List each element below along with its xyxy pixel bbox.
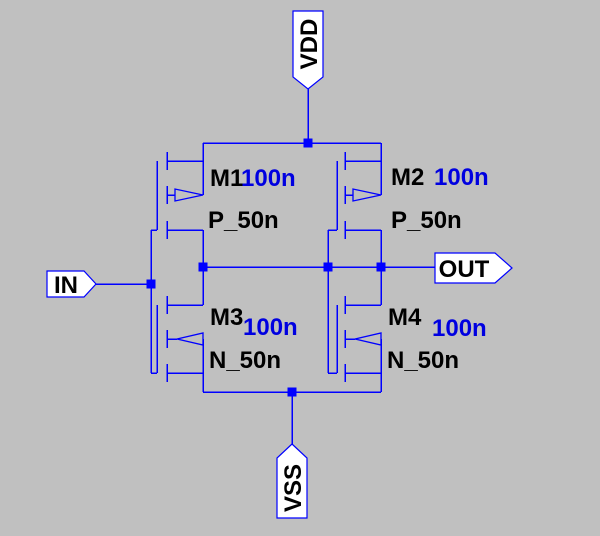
label-m3-value[interactable]: 100n: [243, 314, 298, 341]
mosfet-m4-symbol[interactable]: [328, 296, 382, 382]
port-flag-in[interactable]: IN: [46, 270, 97, 299]
label-m1-value[interactable]: 100n: [241, 165, 296, 192]
vss-flag-label: VSS: [280, 464, 307, 512]
m2-arrow-right-icon: [352, 188, 382, 202]
vdd-flag-label: VDD: [296, 19, 323, 70]
out-flag-label: OUT: [439, 256, 490, 283]
vss-flag-outline: [276, 443, 308, 519]
m3-arrow-left-icon: [176, 332, 204, 346]
mosfet-m3-symbol[interactable]: [151, 296, 204, 382]
junction-right-gates[interactable]: [323, 262, 333, 272]
label-m4-model[interactable]: N_50n: [387, 347, 459, 374]
label-m1-designator[interactable]: M1: [210, 165, 243, 192]
in-flag-outline: [46, 270, 97, 298]
port-flag-vdd[interactable]: VDD: [292, 10, 324, 90]
label-m2-designator[interactable]: M2: [391, 164, 424, 191]
port-flag-out[interactable]: OUT: [434, 252, 513, 284]
junctions: [146, 138, 386, 397]
label-m4-value[interactable]: 100n: [432, 315, 487, 342]
label-m1-model[interactable]: P_50n: [208, 207, 279, 234]
label-m3-model[interactable]: N_50n: [209, 347, 281, 374]
mosfet-m2-symbol[interactable]: [328, 152, 382, 239]
label-m2-value[interactable]: 100n: [434, 164, 489, 191]
m1-arrow-right-icon: [174, 188, 204, 202]
vdd-flag-outline: [292, 10, 324, 90]
m4-arrow-left-icon: [354, 332, 382, 346]
junction-inv1-out[interactable]: [198, 262, 208, 272]
in-flag-label: IN: [54, 272, 78, 299]
label-m3-designator[interactable]: M3: [210, 304, 243, 331]
out-flag-outline: [434, 252, 513, 284]
junction-vdd[interactable]: [303, 138, 313, 148]
component-labels: M1 100n P_50n M2 100n P_50n M3 100n N_50…: [208, 164, 489, 374]
mosfet-m1-symbol[interactable]: [151, 152, 204, 239]
junction-vss[interactable]: [287, 387, 297, 397]
label-m2-model[interactable]: P_50n: [391, 207, 462, 234]
junction-in[interactable]: [146, 279, 156, 289]
port-flag-vss[interactable]: VSS: [276, 443, 308, 519]
junction-out[interactable]: [376, 262, 386, 272]
label-m4-designator[interactable]: M4: [388, 304, 422, 331]
